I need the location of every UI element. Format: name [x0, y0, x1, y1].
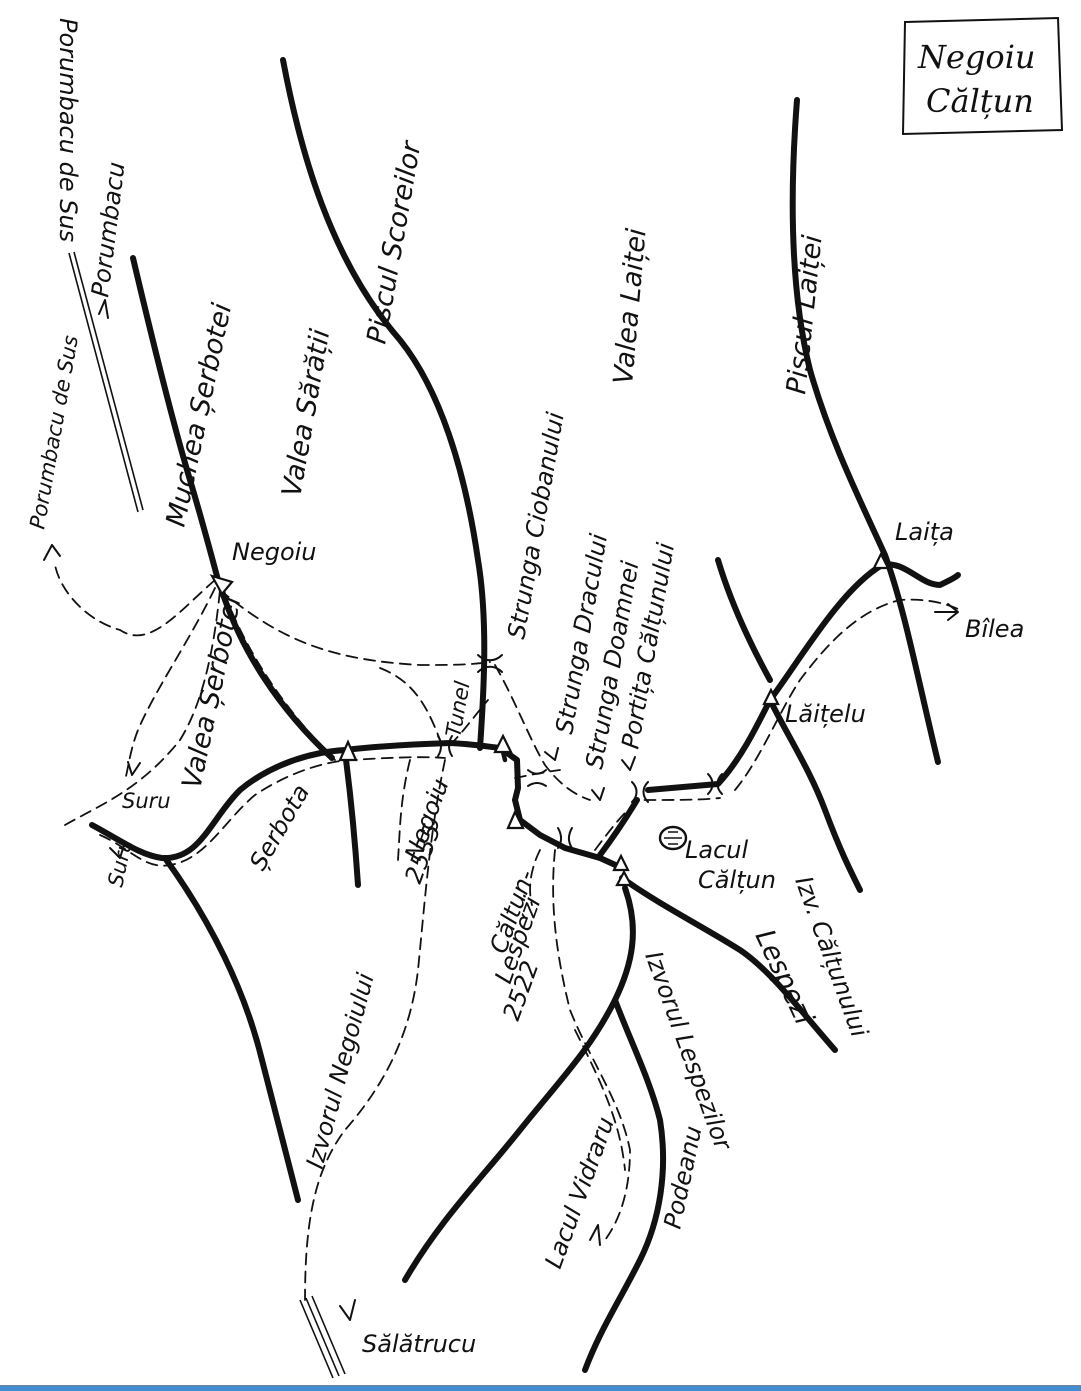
arrow-icon: [127, 761, 141, 776]
label-serbota: Șerbota: [244, 780, 315, 875]
saddle-icon: [631, 781, 649, 803]
bottom-edge-bar: [0, 1385, 1081, 1391]
label-porumbacu-arrow: Porumbacu: [86, 160, 130, 298]
arrow-icon: [109, 844, 125, 859]
ridge-laitelu-north: [715, 557, 773, 683]
label-podeanu: Podeanu: [658, 1123, 707, 1231]
ridge-negoiu-serbota: [217, 582, 335, 761]
trails: [54, 564, 961, 1301]
label-izvorul-negoiului: Izvorul Negoiului: [301, 970, 380, 1172]
peak-triangle-icon: [612, 853, 630, 872]
label-tunel: Tunel: [441, 679, 474, 739]
ridge-caltun-south: [402, 885, 636, 1283]
saddle-icon: [707, 773, 723, 795]
saddle-icon: [437, 735, 453, 757]
ridge-saddle-section: [645, 697, 773, 793]
title-line2: Călțun: [926, 82, 1034, 120]
label-negoiu-north: Negoiu: [232, 538, 317, 566]
label-valea-laitei: Valea Laiței: [608, 227, 653, 386]
saddle-icon: [477, 654, 503, 673]
arrow-icon: [621, 756, 636, 771]
labels: Porumbacu de Sus Porumbacu de Sus Porumb…: [25, 18, 1024, 1358]
peak-triangle-icon: [615, 869, 633, 887]
ridge-laitelu-south: [767, 697, 863, 893]
label-piscul-laitei: Piscul Laiței: [781, 233, 829, 396]
label-laita: Laița: [895, 518, 954, 546]
label-porumbacu-left: Porumbacu de Sus: [25, 333, 83, 530]
label-suru-upper: Suru: [122, 789, 171, 813]
ridge-suru-spur: [162, 855, 301, 1203]
arrow-icon: [98, 299, 109, 319]
label-bilea: Bîlea: [965, 615, 1024, 643]
arrow-icon: [544, 747, 559, 761]
peak-triangle-icon: [506, 809, 525, 830]
roads: [68, 251, 346, 1379]
label-laitelu: Lăițelu: [785, 700, 866, 728]
ridge-piscul-laitei: [789, 97, 941, 765]
label-strunga-ciobanului: Strunga Ciobanului: [502, 410, 569, 641]
label-valea-saratii: Valea Sărății: [276, 326, 336, 499]
label-porumbacu-top: Porumbacu de Sus: [54, 18, 82, 242]
label-izvorul-lespezilor: Izvorul Lespezilor: [639, 947, 738, 1155]
arrow-icon: [339, 1299, 356, 1321]
ridge-podeanu: [582, 997, 667, 1373]
label-caltun: Călțun: [698, 866, 776, 894]
ridge-caltun-laitelu: [597, 797, 640, 858]
label-suru-lower: Suru: [103, 837, 137, 890]
ridge-laitelu-laita: [767, 561, 961, 703]
map-title: Negoiu Călțun: [901, 16, 1064, 136]
arrow-icon: [934, 603, 959, 621]
ridge-serbota-spur: [342, 749, 361, 888]
peak-triangle-icon: [338, 739, 358, 762]
title-line1: Negoiu: [917, 38, 1036, 76]
arrows: [43, 299, 959, 1321]
saddle-icon: [557, 827, 573, 849]
arrow-icon: [589, 1224, 601, 1246]
label-lespezi: Lespezi: [749, 925, 820, 1030]
label-lacul-vidraru: Lacul Vidraru: [539, 1113, 620, 1272]
label-lacul: Lacul: [685, 836, 748, 864]
label-piscul-scoreilor: Piscul Scoreilor: [361, 137, 427, 346]
ridge-piscul-scoreilor: [280, 57, 488, 751]
lake-icon: [658, 825, 688, 851]
label-valea-serbotei: Valea Șerbotei: [177, 593, 248, 791]
ridge-muchea-serbotei: [130, 255, 221, 583]
peak-triangle-icon: [872, 551, 890, 570]
peaks: [209, 551, 890, 887]
peak-triangle-icon: [762, 687, 780, 706]
peak-triangle-icon: [209, 574, 234, 596]
saddles: [437, 654, 723, 849]
peak-triangle-icon: [493, 733, 513, 754]
label-salatrucu: Sălătrucu: [362, 1330, 476, 1358]
saddle-icon: [527, 769, 547, 787]
arrow-icon: [43, 544, 61, 561]
ridges: [89, 57, 961, 1373]
arrow-icon: [591, 787, 605, 801]
ridge-lespezi: [619, 875, 838, 1053]
